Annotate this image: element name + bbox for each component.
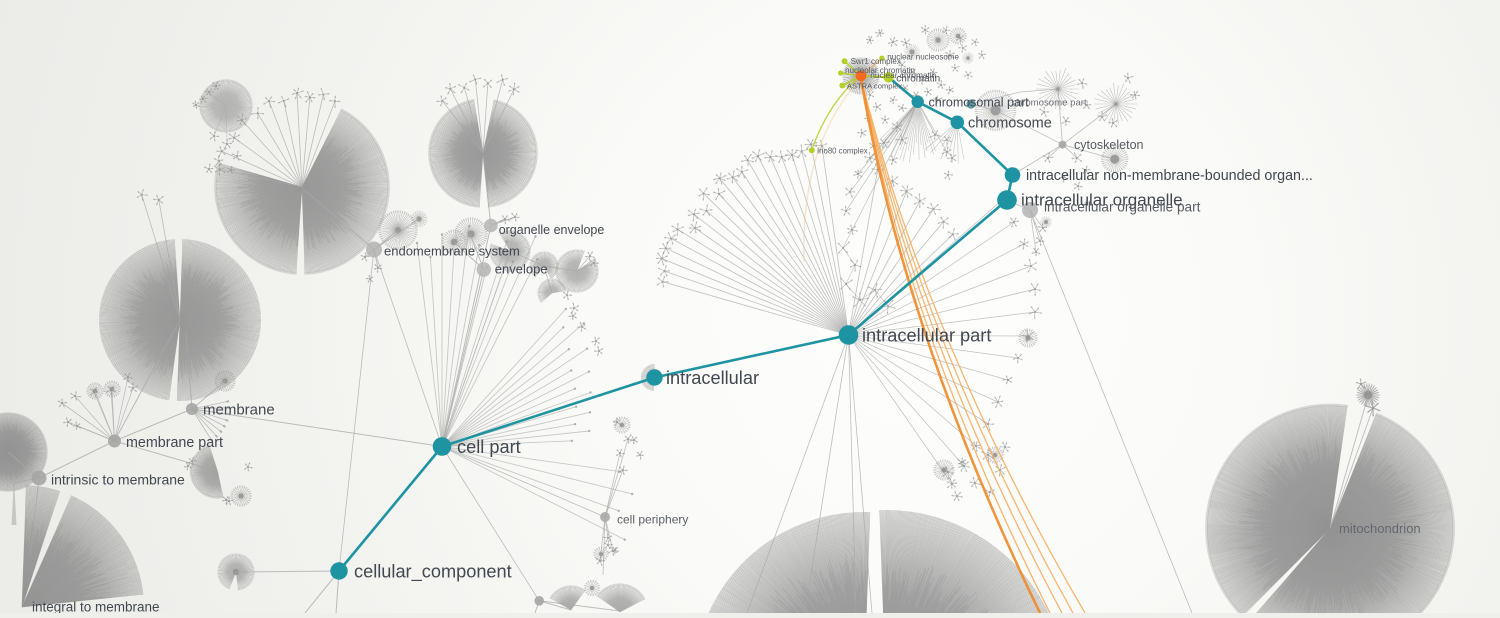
svg-text:membrane part: membrane part — [126, 435, 223, 451]
svg-text:intracellular: intracellular — [666, 368, 759, 388]
svg-text:chromosome: chromosome — [968, 115, 1052, 131]
svg-text:organelle envelope: organelle envelope — [499, 223, 605, 237]
svg-text:integral to membrane: integral to membrane — [32, 600, 160, 614]
svg-text:nuclear nucleosome: nuclear nucleosome — [887, 53, 959, 62]
svg-text:envelope: envelope — [495, 262, 548, 277]
svg-text:intracellular organelle part: intracellular organelle part — [1044, 199, 1201, 214]
svg-text:intrinsic to membrane: intrinsic to membrane — [51, 471, 185, 487]
svg-text:mitochondrion: mitochondrion — [1339, 521, 1421, 536]
svg-text:cell part: cell part — [457, 437, 521, 457]
svg-text:cell periphery: cell periphery — [617, 513, 688, 527]
svg-text:ASTRA complex: ASTRA complex — [847, 82, 902, 91]
svg-text:cytoskeleton: cytoskeleton — [1074, 138, 1144, 152]
svg-text:chromosome part: chromosome part — [1012, 98, 1087, 109]
svg-text:intracellular part: intracellular part — [862, 326, 991, 346]
svg-text:cellular_component: cellular_component — [354, 561, 512, 582]
svg-text:intracellular non-membrane-bou: intracellular non-membrane-bounded organ… — [1026, 168, 1313, 184]
svg-text:Ino80 complex: Ino80 complex — [817, 147, 868, 156]
svg-text:endomembrane system: endomembrane system — [384, 243, 520, 258]
svg-text:chromatin: chromatin — [896, 73, 940, 84]
svg-text:membrane: membrane — [203, 401, 275, 418]
